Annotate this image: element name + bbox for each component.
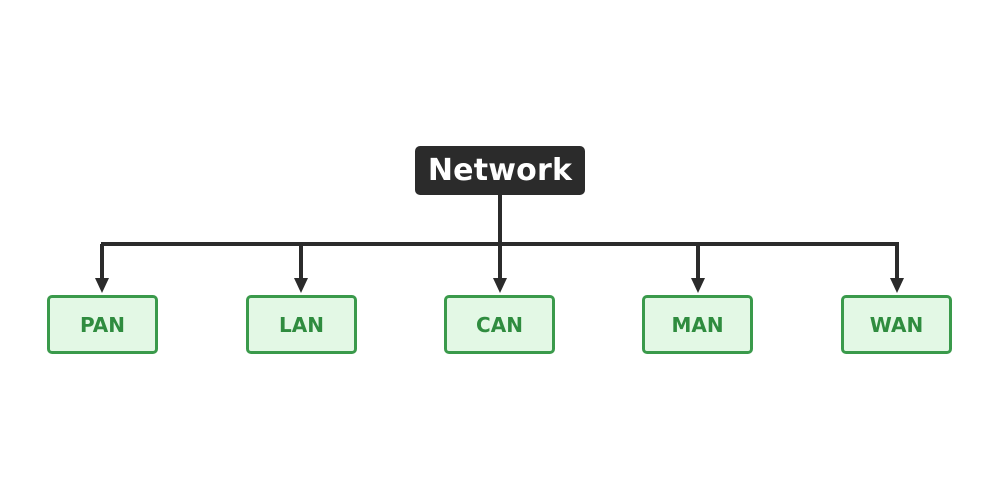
child-node-wan: WAN: [841, 295, 952, 354]
arrowhead-pan: [95, 278, 109, 293]
root-node-label: Network: [427, 153, 573, 188]
child-node-lan: LAN: [246, 295, 357, 354]
arrowhead-wan: [890, 278, 904, 293]
child-node-label: CAN: [476, 312, 523, 337]
arrowhead-lan: [294, 278, 308, 293]
child-node-label: PAN: [79, 312, 126, 337]
child-node-can: CAN: [444, 295, 555, 354]
arrowhead-man: [691, 278, 705, 293]
child-node-label: MAN: [671, 312, 724, 337]
root-node-network: Network: [415, 146, 585, 195]
child-node-man: MAN: [642, 295, 753, 354]
arrowhead-can: [493, 278, 507, 293]
child-node-label: LAN: [279, 312, 324, 337]
child-node-pan: PAN: [47, 295, 158, 354]
child-node-label: WAN: [869, 312, 924, 337]
